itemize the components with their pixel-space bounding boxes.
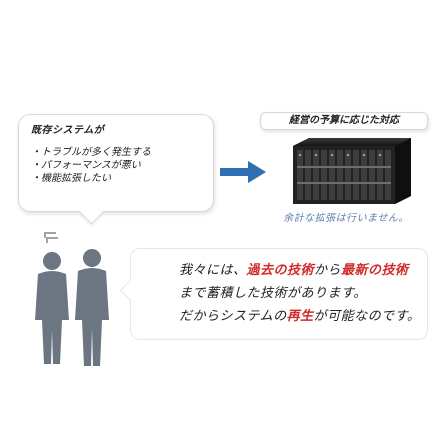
issue-item: ・トラブルが多く発生する — [31, 147, 151, 158]
budget-title-label: 経営の予算に応じた対応 — [260, 112, 428, 130]
highlight-latest-tech: 最新の技術 — [341, 263, 409, 278]
issue-item: ・機能拡張したい — [31, 173, 111, 184]
highlight-regeneration: 再生 — [286, 309, 314, 324]
speech-bubble-tail — [119, 279, 142, 302]
problem-speech-bubble: 既存システムが ・トラブルが多く発生する ・パフォーマンスが悪い ・機能拡張した… — [18, 114, 214, 225]
server-rack-image — [293, 138, 411, 204]
issue-item: ・パフォーマンスが悪い — [31, 160, 141, 171]
server-caption: 余計な拡張は行いません。 — [283, 213, 409, 224]
solution-text: が可能なのです。 — [313, 309, 421, 324]
problem-title: 既存システムが — [31, 125, 105, 136]
solution-line-1: 我々には、過去の技術から最新の技術 — [179, 259, 417, 282]
solution-text: から — [314, 263, 342, 278]
speech-bubble-tail — [79, 200, 104, 225]
solution-text: だからシステムの — [179, 309, 287, 324]
solution-speech-bubble: 我々には、過去の技術から最新の技術 まで蓄積した技術があります。 だからシステム… — [119, 248, 428, 340]
highlight-past-tech: 過去の技術 — [246, 263, 315, 278]
solution-line-2: まで蓄積した技術があります。 — [179, 286, 367, 301]
solution-text: 我々には、 — [179, 263, 247, 278]
right-arrow-icon — [220, 161, 266, 183]
people-silhouette-image — [35, 232, 109, 366]
solution-line-3: だからシステムの再生が可能なのです。 — [179, 305, 420, 328]
